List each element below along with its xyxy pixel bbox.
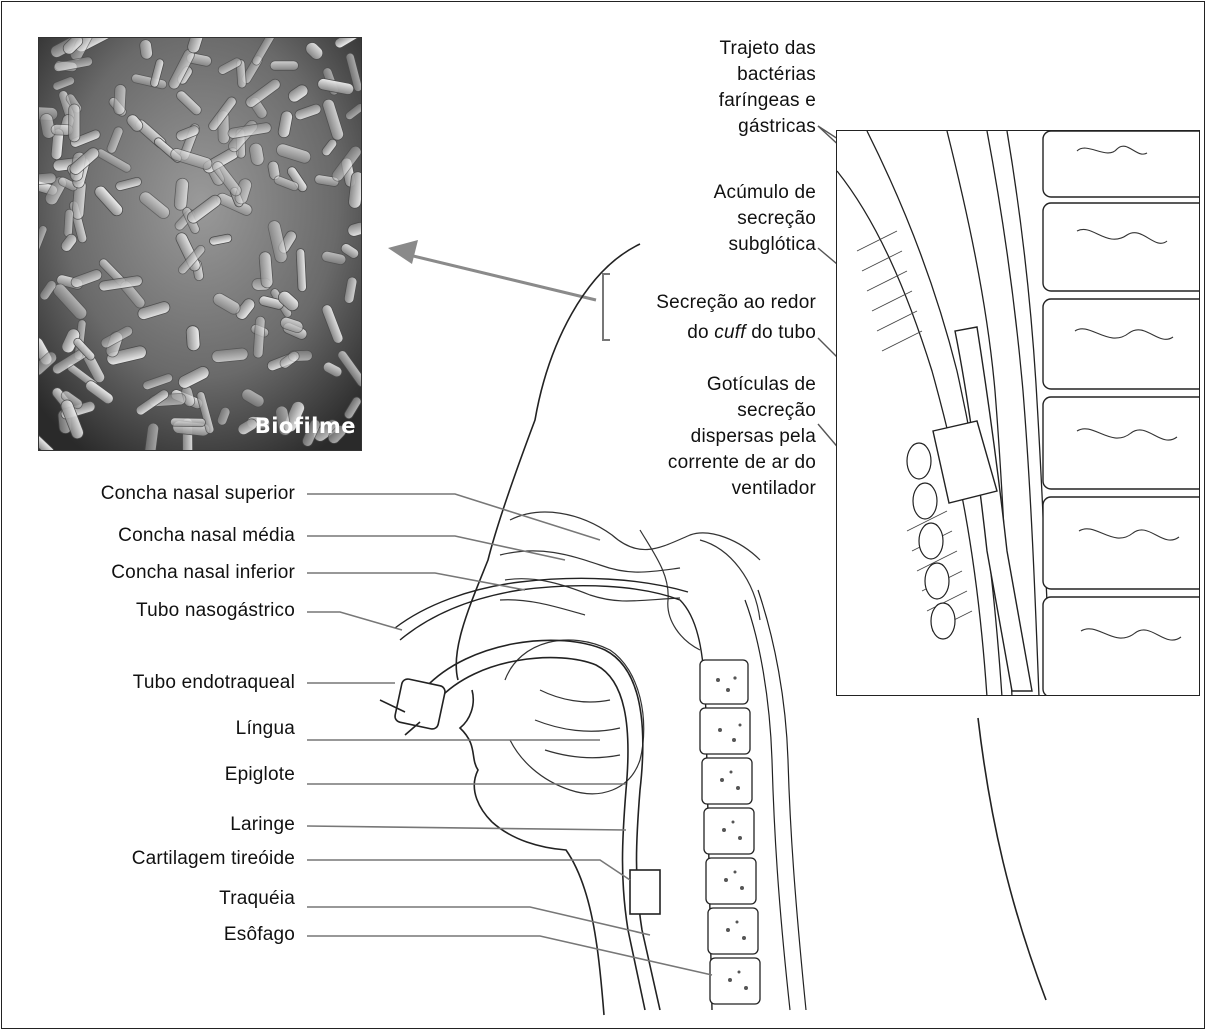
cervical-vertebrae	[700, 660, 760, 1004]
tube-connector	[380, 678, 446, 735]
tongue	[505, 640, 644, 794]
airway-cross-section	[837, 131, 1200, 696]
label-inferior-concha: Concha nasal inferior	[111, 560, 295, 586]
label-secretion-droplets: Gotículas de secreção dispersas pela cor…	[668, 372, 816, 502]
inset-detail-panel	[836, 130, 1200, 696]
label-cuff-secretion-line2: do cuff do tubo	[687, 320, 816, 346]
label-cuff-secretion-line1: Secreção ao redor	[656, 290, 816, 316]
label-superior-concha: Concha nasal superior	[101, 481, 295, 507]
label-esophagus: Esôfago	[224, 922, 295, 948]
label-nasogastric-tube: Tubo nasogástrico	[136, 598, 295, 624]
label-endotracheal-tube: Tubo endotraqueal	[133, 670, 295, 696]
label-subglottic-secretion: Acúmulo de secreção subglótica	[714, 180, 816, 258]
nasogastric-tube	[400, 586, 712, 1010]
label-thyroid-cartilage: Cartilagem tireóide	[132, 846, 295, 872]
tube-cuff	[630, 870, 660, 914]
label-larynx: Laringe	[230, 812, 295, 838]
label-trachea: Traquéia	[219, 886, 295, 912]
label-middle-concha: Concha nasal média	[118, 523, 295, 549]
arrow-to-biofilm	[388, 240, 596, 300]
label-tongue: Língua	[236, 716, 295, 742]
cuff-bracket	[603, 274, 610, 340]
label-bacteria-path: Trajeto das bactérias faríngeas e gástri…	[719, 36, 816, 140]
label-epiglottis: Epiglote	[225, 762, 295, 788]
